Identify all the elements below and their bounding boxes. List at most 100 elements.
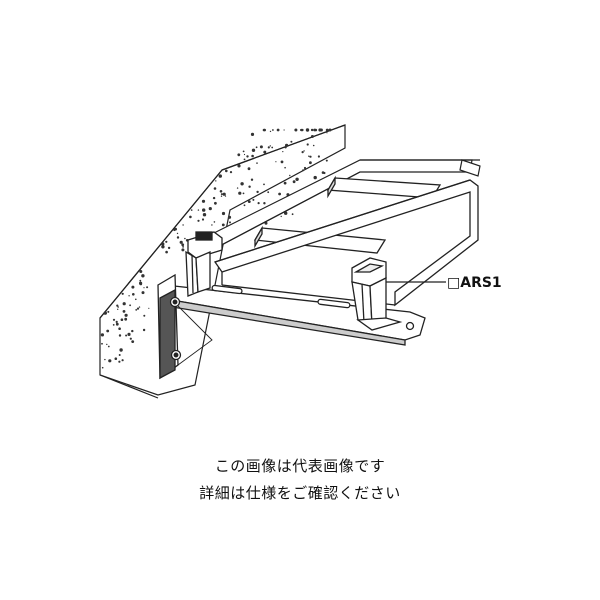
concrete-speck: [182, 246, 185, 248]
concrete-speck: [165, 250, 168, 254]
concrete-speck: [161, 242, 165, 246]
concrete-speck: [138, 306, 141, 308]
caption-line-1: この画像は代表画像です: [214, 457, 386, 475]
concrete-speck: [302, 169, 305, 172]
concrete-speck: [124, 313, 128, 317]
concrete-speck: [211, 224, 213, 226]
concrete-speck: [283, 181, 287, 185]
concrete-speck: [252, 198, 255, 201]
concrete-speck: [141, 274, 145, 278]
concrete-speck: [221, 211, 226, 216]
concrete-speck: [243, 153, 246, 156]
concrete-speck: [107, 345, 110, 348]
concrete-speck: [259, 145, 263, 149]
concrete-speck: [219, 190, 223, 193]
concrete-speck: [263, 202, 266, 205]
rail-clamp-left: [185, 231, 223, 297]
concrete-speck: [256, 190, 259, 194]
concrete-speck: [201, 218, 205, 221]
concrete-speck: [104, 358, 106, 361]
concrete-speck: [240, 182, 244, 186]
concrete-speck: [229, 221, 231, 224]
concrete-speck: [251, 148, 256, 152]
concrete-speck: [139, 279, 142, 282]
concrete-speck: [119, 348, 123, 352]
concrete-texture: [100, 128, 332, 369]
concrete-speck: [247, 200, 251, 204]
concrete-speck: [213, 221, 216, 223]
concrete-speck: [118, 360, 121, 363]
concrete-speck: [118, 334, 122, 337]
ladder-rung: [254, 225, 263, 249]
part-label: □ARS1: [447, 275, 502, 291]
concrete-speck: [221, 223, 225, 227]
concrete-speck: [262, 128, 266, 132]
concrete-speck: [247, 167, 251, 171]
concrete-speck: [117, 308, 119, 310]
caption-line-2: 詳細は仕様をご確認ください: [199, 484, 401, 502]
concrete-speck: [263, 183, 265, 186]
concrete-speck: [122, 302, 126, 306]
concrete-speck: [267, 191, 270, 194]
concrete-speck: [272, 129, 274, 131]
concrete-speck: [106, 329, 110, 333]
concrete-speck: [181, 243, 185, 247]
concrete-speck: [197, 219, 200, 222]
concrete-speck: [326, 132, 328, 134]
concrete-speck: [319, 128, 323, 132]
concrete-speck: [142, 328, 146, 332]
concrete-speck: [101, 342, 103, 345]
concrete-speck: [250, 178, 254, 181]
concrete-speck: [184, 237, 186, 240]
concrete-speck: [224, 195, 227, 197]
concrete-speck: [100, 333, 104, 337]
concrete-speck: [313, 175, 317, 180]
concrete-speck: [201, 199, 206, 203]
concrete-speck: [139, 281, 143, 285]
concrete-speck: [267, 146, 270, 149]
concrete-speck: [289, 174, 291, 177]
bracket-slot: [211, 284, 243, 295]
concrete-speck: [263, 150, 267, 154]
concrete-speck: [284, 211, 288, 215]
concrete-speck: [129, 304, 132, 307]
concrete-speck: [292, 180, 296, 184]
concrete-speck: [189, 215, 192, 219]
concrete-speck: [114, 357, 118, 361]
concrete-speck: [127, 332, 131, 336]
concrete-speck: [257, 202, 260, 205]
concrete-speck: [214, 201, 217, 205]
concrete-speck: [328, 128, 332, 132]
concrete-speck: [306, 143, 309, 146]
concrete-speck: [124, 317, 128, 321]
concrete-speck: [132, 293, 135, 296]
concrete-speck: [309, 161, 312, 165]
concrete-speck: [312, 144, 315, 147]
concrete-speck: [248, 185, 251, 188]
concrete-speck: [106, 343, 108, 346]
concrete-speck: [246, 155, 249, 158]
concrete-speck: [213, 187, 217, 190]
concrete-speck: [310, 128, 314, 132]
concrete-speck: [176, 232, 179, 235]
concrete-speck: [275, 161, 277, 163]
concrete-speck: [251, 154, 254, 158]
concrete-speck: [135, 309, 138, 311]
concrete-speck: [238, 191, 242, 195]
concrete-speck: [202, 208, 206, 212]
concrete-speck: [325, 128, 329, 132]
concrete-speck: [255, 146, 258, 149]
concrete-speck: [122, 310, 126, 313]
concrete-speck: [282, 151, 284, 153]
concrete-speck: [276, 128, 280, 132]
ladder-rung: [327, 175, 336, 199]
concrete-speck: [237, 164, 241, 168]
concrete-speck: [317, 155, 320, 158]
rail-clamp-ars1: [351, 257, 403, 331]
concrete-speck: [283, 129, 285, 131]
concrete-speck: [305, 128, 310, 132]
concrete-speck: [146, 286, 149, 289]
concrete-speck: [321, 171, 325, 174]
concrete-speck: [309, 155, 312, 158]
concrete-speck: [269, 145, 271, 147]
